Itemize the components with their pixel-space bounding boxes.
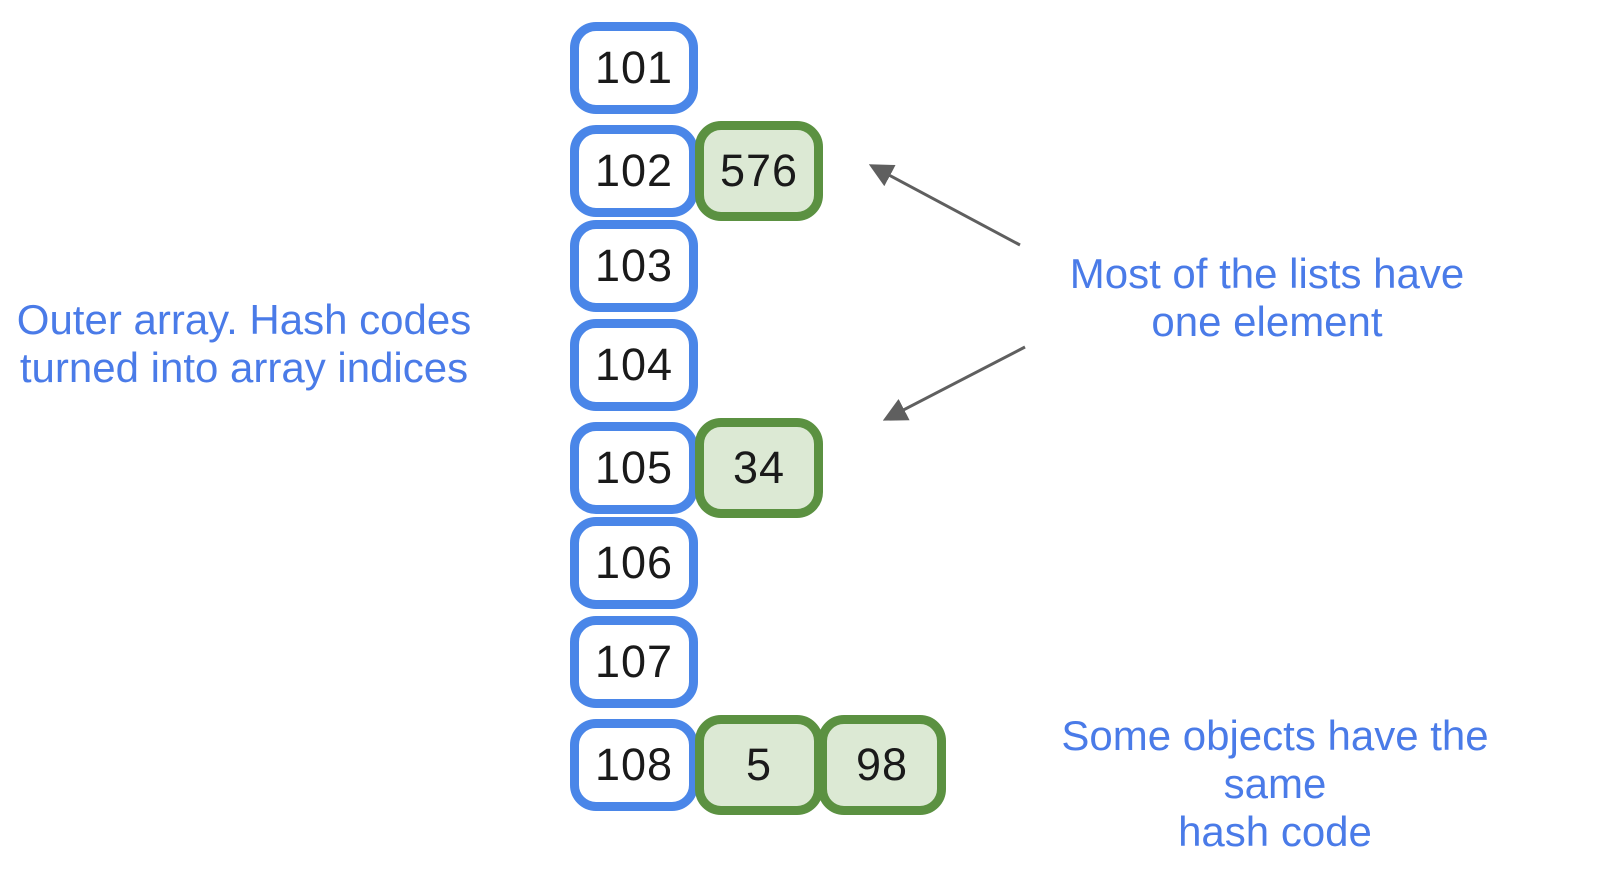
- array-index-label: 105: [594, 442, 674, 493]
- array-row-104: 104: [570, 319, 698, 411]
- array-row-103: 103: [570, 220, 698, 312]
- list-value-label: 5: [745, 739, 773, 790]
- list-value-label: 34: [732, 442, 786, 493]
- arrow-to-list-576-icon: [868, 164, 1021, 247]
- caption-line: Outer array. Hash codes: [16, 296, 472, 343]
- array-row-105: 105 34: [570, 418, 823, 518]
- array-index-label: 103: [594, 240, 674, 291]
- caption-outer-array: Outer array. Hash codes turned into arra…: [0, 296, 488, 392]
- array-cell-104: 104: [570, 319, 698, 411]
- array-index-label: 108: [594, 739, 674, 790]
- array-cell-101: 101: [570, 22, 698, 114]
- caption-same-hash-code: Some objects have the same hash code: [1005, 712, 1545, 856]
- array-row-102: 102 576: [570, 121, 823, 221]
- caption-line: hash code: [1178, 808, 1372, 855]
- list-cell-576: 576: [695, 121, 823, 221]
- array-index-label: 101: [594, 42, 674, 93]
- array-cell-102: 102: [570, 125, 698, 217]
- caption-line: Most of the lists have: [1069, 250, 1465, 297]
- list-value-label: 576: [719, 145, 799, 196]
- caption-line: turned into array indices: [19, 344, 469, 391]
- array-row-107: 107: [570, 616, 698, 708]
- array-index-label: 104: [594, 339, 674, 390]
- array-row-108: 108 5 98: [570, 715, 946, 815]
- caption-line: one element: [1151, 298, 1383, 345]
- array-index-label: 102: [594, 145, 674, 196]
- array-index-label: 107: [594, 636, 674, 687]
- array-index-label: 106: [594, 537, 674, 588]
- caption-most-lists-one-element: Most of the lists have one element: [1017, 250, 1517, 346]
- array-cell-103: 103: [570, 220, 698, 312]
- list-value-label: 98: [855, 739, 909, 790]
- array-row-106: 106: [570, 517, 698, 609]
- array-cell-105: 105: [570, 422, 698, 514]
- list-cell-34: 34: [695, 418, 823, 518]
- array-row-101: 101: [570, 22, 698, 114]
- list-cell-98: 98: [818, 715, 946, 815]
- arrow-to-list-34-icon: [882, 345, 1026, 421]
- array-cell-107: 107: [570, 616, 698, 708]
- array-cell-108: 108: [570, 719, 698, 811]
- array-cell-106: 106: [570, 517, 698, 609]
- list-cell-5: 5: [695, 715, 823, 815]
- caption-line: Some objects have the same: [1061, 712, 1489, 807]
